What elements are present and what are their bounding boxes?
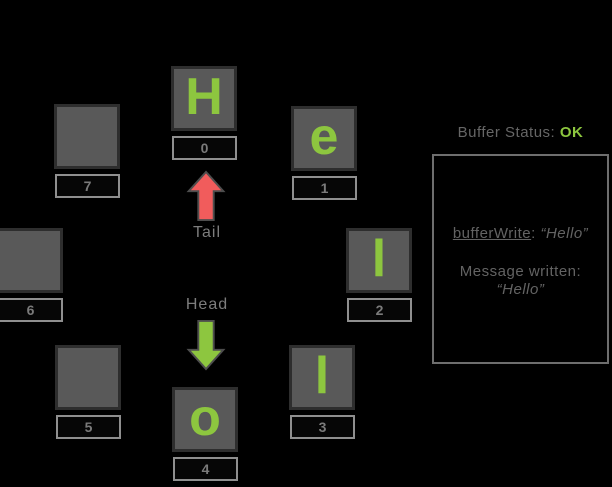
buffer-cell: H <box>171 66 237 131</box>
buffer-index: 7 <box>83 178 92 194</box>
buffer-status-label: Buffer Status: <box>457 124 556 141</box>
buffer-status-value: OK <box>559 124 584 141</box>
buffer-cell: o <box>172 387 238 452</box>
buffer-slot-5: 5 <box>55 345 121 441</box>
buffer-index: 0 <box>200 140 209 156</box>
buffer-cell: l <box>346 228 412 293</box>
buffer-index-box: 5 <box>56 415 121 439</box>
tail-label: Tail <box>192 224 221 241</box>
buffer-index: 4 <box>201 461 210 477</box>
buffer-slot-7: 7 <box>54 104 120 200</box>
buffer-index: 1 <box>320 180 329 196</box>
buffer-cell <box>0 228 63 293</box>
head-label: Head <box>185 296 229 313</box>
buffer-index-box: 4 <box>173 457 238 481</box>
tail-arrow-icon <box>186 170 226 222</box>
message-panel: bufferWrite: “Hello” Message written: “H… <box>432 154 609 364</box>
buffer-index: 5 <box>84 419 93 435</box>
buffer-status: Buffer Status: OK <box>432 124 609 141</box>
message-written-label: Message written: <box>459 263 582 280</box>
buffer-letter: l <box>371 229 387 288</box>
buffer-index-box: 7 <box>55 174 120 198</box>
buffer-slot-1: e 1 <box>291 106 357 202</box>
buffer-index: 6 <box>26 302 35 318</box>
buffer-index-box: 6 <box>0 298 63 322</box>
buffer-write-call: bufferWrite <box>452 225 532 242</box>
head-arrow-shape <box>186 319 226 371</box>
buffer-index-box: 2 <box>347 298 412 322</box>
buffer-index-box: 0 <box>172 136 237 160</box>
buffer-slot-3: l 3 <box>289 345 355 441</box>
buffer-slot-0: H 0 <box>171 66 237 162</box>
buffer-letter: H <box>185 67 223 126</box>
buffer-letter: o <box>189 388 221 447</box>
buffer-slot-4: o 4 <box>172 387 238 483</box>
buffer-write-line: bufferWrite: “Hello” <box>434 225 607 242</box>
buffer-cell: l <box>289 345 355 410</box>
buffer-letter: l <box>314 346 330 405</box>
buffer-write-argument: “Hello” <box>540 225 589 242</box>
buffer-cell <box>55 345 121 410</box>
tail-arrow-shape <box>186 170 226 222</box>
buffer-index-box: 1 <box>292 176 357 200</box>
buffer-letter: e <box>309 107 339 166</box>
buffer-index-box: 3 <box>290 415 355 439</box>
buffer-slot-2: l 2 <box>346 228 412 324</box>
buffer-cell: e <box>291 106 357 171</box>
buffer-cell <box>54 104 120 169</box>
buffer-slot-6: 6 <box>0 228 63 324</box>
message-written-value: “Hello” <box>496 281 545 298</box>
buffer-index: 3 <box>318 419 327 435</box>
buffer-write-separator: : <box>531 225 541 242</box>
buffer-index: 2 <box>375 302 384 318</box>
head-arrow-icon <box>186 319 226 371</box>
